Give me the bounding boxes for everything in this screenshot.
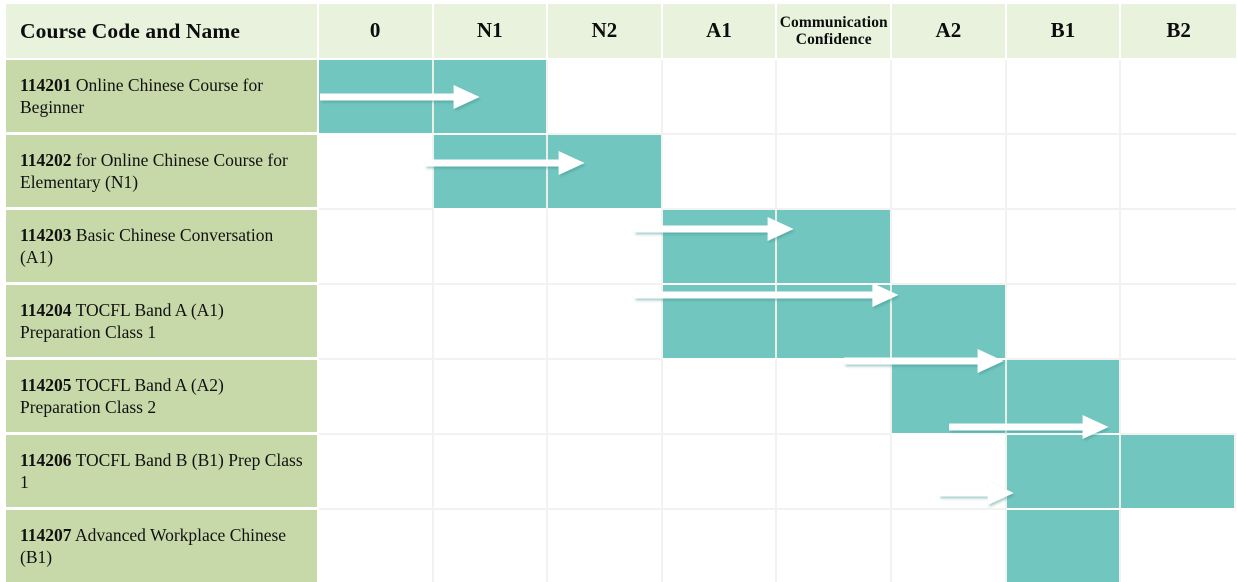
course-code: 114202 [20,149,72,170]
bar-cell [662,285,778,360]
empty-cell [1121,285,1236,360]
empty-cell [892,435,1007,510]
empty-cell [548,60,663,135]
empty-cell [892,210,1007,285]
course-code: 114205 [20,374,72,395]
roadmap-table: Course Code and Name 0 N1 N2 A1 Communic… [6,4,1236,582]
table-row: 114205 TOCFL Band A (A2) Preparation Cla… [6,360,1236,435]
empty-cell [662,510,778,582]
course-name: TOCFL Band A (A2) Preparation Class 2 [20,374,224,417]
table-body: 114201 Online Chinese Course for Beginne… [6,60,1236,582]
empty-cell [1006,135,1122,210]
column-header-0: 0 [318,4,434,60]
column-header-course-code-and-name: Course Code and Name [6,4,319,60]
table-header: Course Code and Name 0 N1 N2 A1 Communic… [6,4,1236,60]
row-label-114206: 114206 TOCFL Band B (B1) Prep Class 1 [6,435,319,510]
course-name: Online Chinese Course for Beginner [20,74,264,117]
empty-cell [433,210,549,285]
course-roadmap-chart: Course Code and Name 0 N1 N2 A1 Communic… [0,4,1237,582]
empty-cell [662,60,778,135]
header-row: Course Code and Name 0 N1 N2 A1 Communic… [6,4,1236,60]
empty-cell [318,510,434,582]
bar-cell [662,210,778,285]
empty-cell [1121,360,1236,435]
empty-cell [662,435,778,510]
row-label-114201: 114201 Online Chinese Course for Beginne… [6,60,319,135]
bar-cell [318,60,434,135]
course-name: for Online Chinese Course for Elementary… [20,149,288,192]
empty-cell [548,510,663,582]
empty-cell [548,210,663,285]
empty-cell [433,510,549,582]
empty-cell [777,435,893,510]
empty-cell [662,360,778,435]
bar-cell [892,285,1007,360]
empty-cell [548,360,663,435]
course-name: TOCFL Band A (A1) Preparation Class 1 [20,299,224,342]
empty-cell [1121,210,1236,285]
column-header-a2: A2 [892,4,1007,60]
column-header-b2: B2 [1121,4,1236,60]
empty-cell [318,135,434,210]
empty-cell [1006,60,1122,135]
bar-cell [1121,435,1236,510]
bar-cell [433,135,549,210]
course-code: 114203 [20,224,72,245]
column-header-n2: N2 [548,4,663,60]
empty-cell [892,60,1007,135]
empty-cell [548,435,663,510]
bar-cell [892,360,1007,435]
table-row: 114201 Online Chinese Course for Beginne… [6,60,1236,135]
empty-cell [1006,285,1122,360]
empty-cell [892,510,1007,582]
row-label-114202: 114202 for Online Chinese Course for Ele… [6,135,319,210]
empty-cell [433,435,549,510]
empty-cell [318,435,434,510]
empty-cell [1121,135,1236,210]
bar-cell [777,285,893,360]
column-header-n1: N1 [433,4,549,60]
row-label-114204: 114204 TOCFL Band A (A1) Preparation Cla… [6,285,319,360]
course-code: 114204 [20,299,72,320]
empty-cell [777,135,893,210]
empty-cell [1121,510,1236,582]
row-label-114203: 114203 Basic Chinese Conversation (A1) [6,210,319,285]
bar-cell [1006,510,1122,582]
empty-cell [318,285,434,360]
bar-cell [1006,435,1122,510]
column-header-a1: A1 [662,4,778,60]
row-label-114205: 114205 TOCFL Band A (A2) Preparation Cla… [6,360,319,435]
bar-cell [777,210,893,285]
table-row: 114206 TOCFL Band B (B1) Prep Class 1 [6,435,1236,510]
empty-cell [1121,60,1236,135]
empty-cell [318,360,434,435]
course-code: 114206 [20,449,72,470]
column-header-communication-confidence: Communication Confidence [777,4,893,60]
bar-cell [1006,360,1122,435]
table-row: 114204 TOCFL Band A (A1) Preparation Cla… [6,285,1236,360]
empty-cell [777,510,893,582]
empty-cell [1006,210,1122,285]
empty-cell [777,360,893,435]
empty-cell [777,60,893,135]
empty-cell [662,135,778,210]
table-row: 114207 Advanced Workplace Chinese (B1) [6,510,1236,582]
empty-cell [433,285,549,360]
course-code: 114207 [20,524,72,545]
column-header-b1: B1 [1006,4,1122,60]
empty-cell [892,135,1007,210]
bar-cell [548,135,663,210]
table-row: 114202 for Online Chinese Course for Ele… [6,135,1236,210]
course-name: Basic Chinese Conversation (A1) [20,224,274,267]
row-label-114207: 114207 Advanced Workplace Chinese (B1) [6,510,319,582]
course-name: TOCFL Band B (B1) Prep Class 1 [20,449,303,492]
empty-cell [548,285,663,360]
course-code: 114201 [20,74,72,95]
empty-cell [318,210,434,285]
table-row: 114203 Basic Chinese Conversation (A1) [6,210,1236,285]
bar-cell [433,60,549,135]
empty-cell [433,360,549,435]
